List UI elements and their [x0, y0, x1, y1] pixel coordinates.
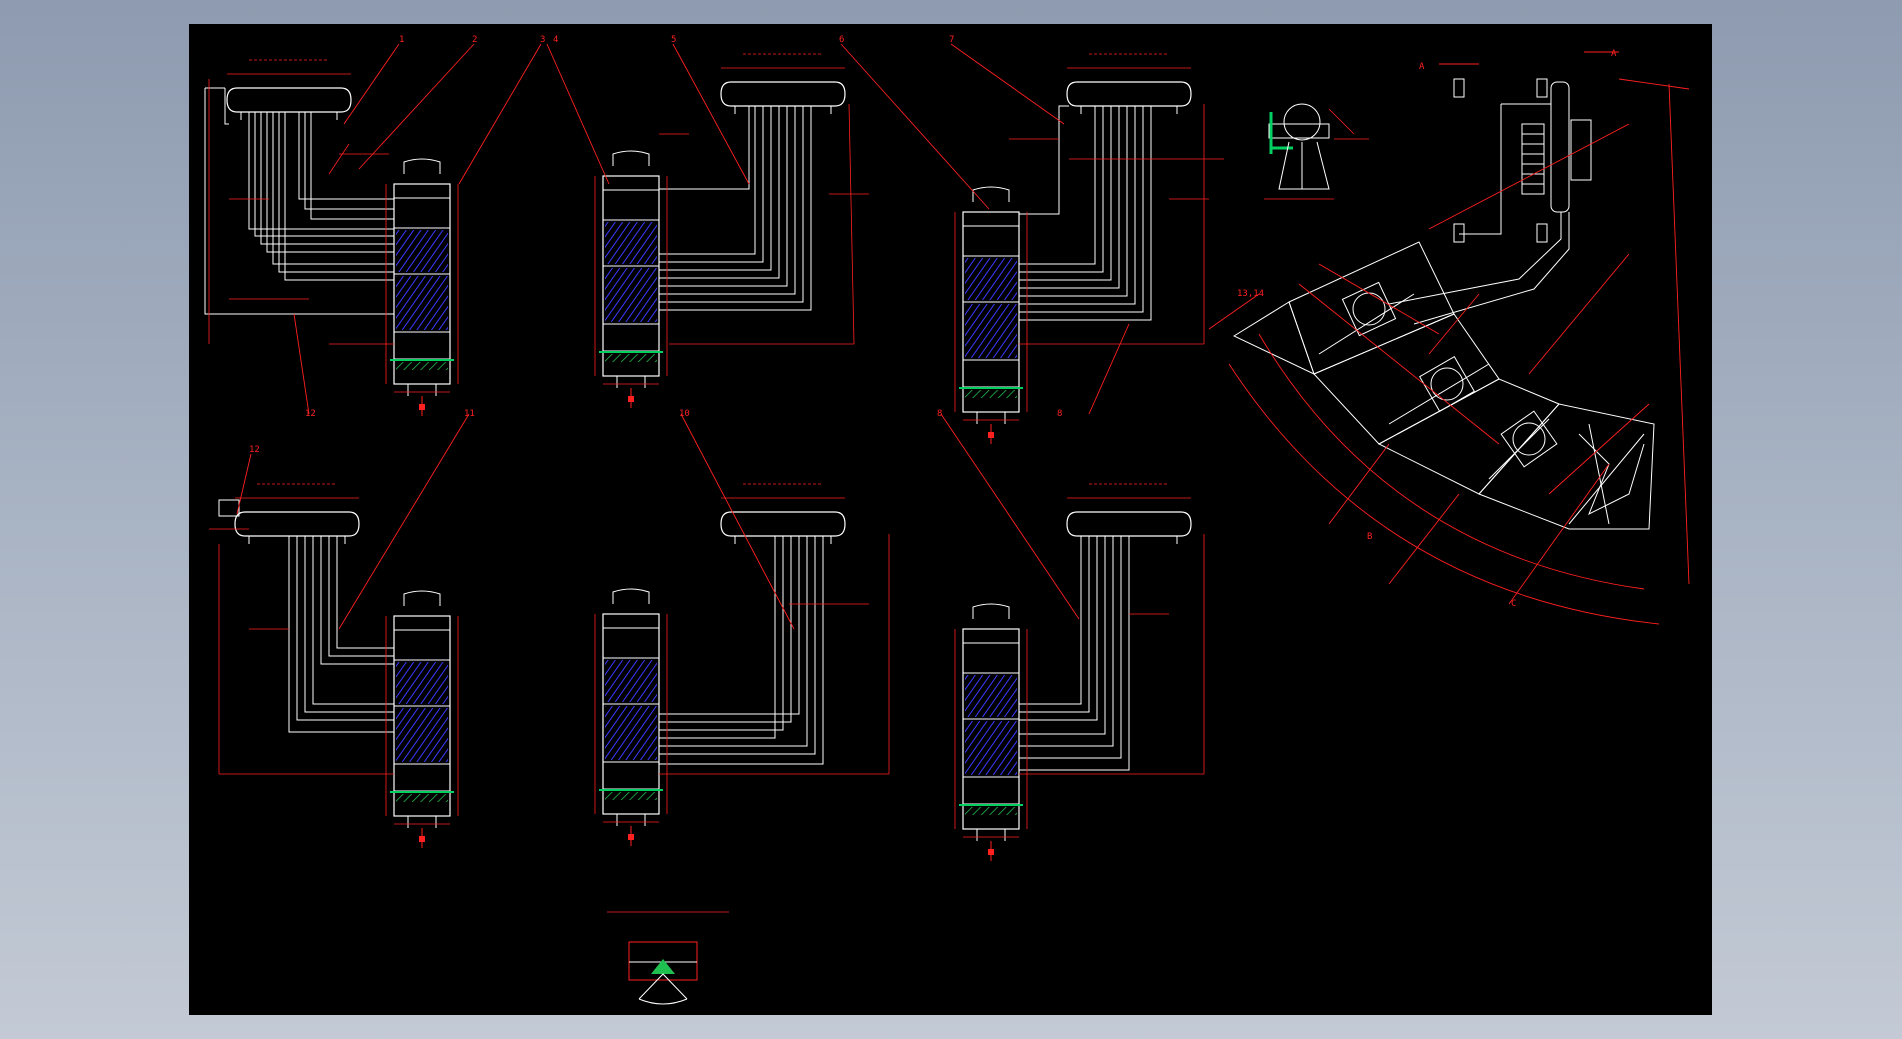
balloon-10: 10 — [679, 409, 690, 419]
part-balloons: 1 2 3 4 5 6 7 8 8 10 11 12 12 13,14 — [249, 35, 1264, 455]
plan-layout-view — [1228, 51, 1690, 625]
side-detail-view — [1264, 103, 1369, 200]
cad-drawing-canvas[interactable]: 1 2 3 4 5 6 7 8 8 10 11 12 12 13,14 A A … — [189, 24, 1712, 1015]
section-mark-c: C — [1511, 599, 1516, 609]
balloon-3: 3 — [540, 35, 545, 45]
view-4-column-with-drum — [209, 483, 459, 849]
view-6-column-with-drum — [954, 483, 1205, 862]
balloon-12b: 12 — [249, 445, 260, 455]
view-2-column-with-drum — [594, 53, 869, 409]
balloon-2: 2 — [472, 35, 477, 45]
section-mark-a1: A — [1419, 62, 1425, 72]
balloon-6: 6 — [839, 35, 844, 45]
leader-lines — [236, 43, 1260, 630]
balloon-12a: 12 — [305, 409, 316, 419]
balloon-1: 1 — [399, 35, 404, 45]
view-5-column-with-drum — [594, 483, 890, 847]
view-3-column-with-drum — [954, 53, 1224, 445]
section-mark-b: B — [1367, 532, 1372, 542]
cad-drawing-viewport[interactable]: 1 2 3 4 5 6 7 8 8 10 11 12 12 13,14 A A … — [189, 24, 1712, 1015]
weld-detail-view — [607, 911, 729, 1005]
view-1-column-with-drum — [204, 59, 459, 417]
balloon-11: 11 — [464, 409, 475, 419]
balloon-13-14: 13,14 — [1237, 289, 1264, 299]
section-markers: A A B C — [1367, 49, 1617, 609]
section-mark-a2: A — [1611, 49, 1617, 59]
balloon-4: 4 — [553, 35, 558, 45]
balloon-7: 7 — [949, 35, 954, 45]
balloon-8a: 8 — [1057, 409, 1062, 419]
balloon-8b: 8 — [937, 409, 942, 419]
balloon-5: 5 — [671, 35, 676, 45]
